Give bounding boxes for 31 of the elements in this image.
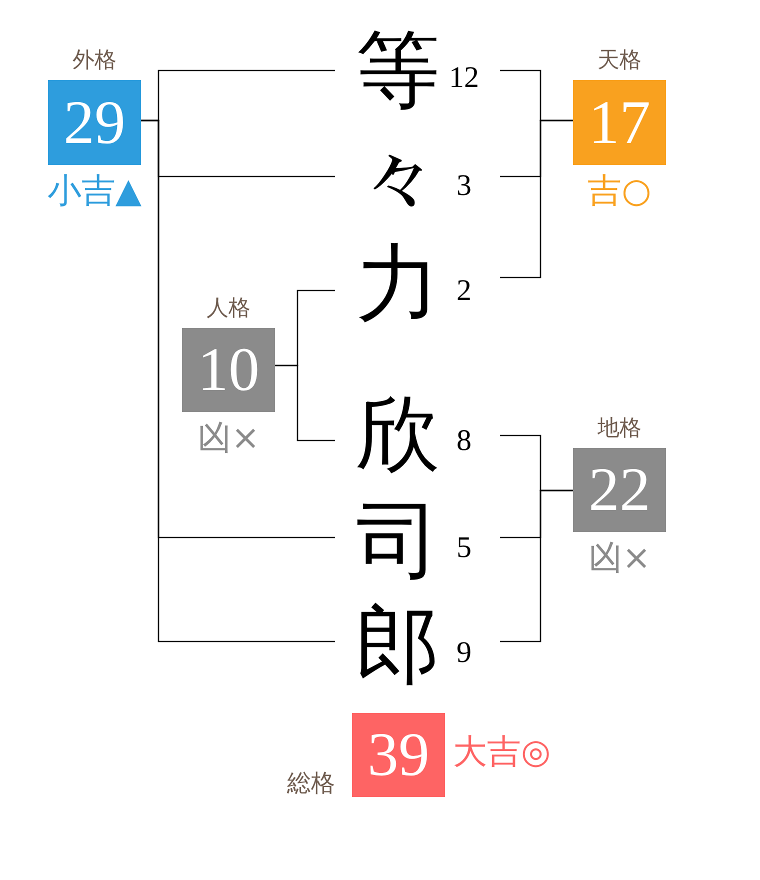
connector-line (141, 120, 335, 642)
grade-heading: 外格 (72, 50, 116, 72)
score-number: 29 (64, 92, 126, 154)
fortune-label: 凶× (197, 421, 260, 455)
kanji-character: 等 (356, 28, 440, 112)
connector-line (500, 120, 573, 278)
grade-heading: 地格 (598, 418, 642, 440)
connector-line (275, 364, 335, 442)
kanji-character: 力 (356, 241, 440, 325)
score-number: 22 (588, 459, 650, 521)
stroke-count: 2 (456, 276, 472, 306)
stroke-count: 5 (456, 533, 472, 563)
score-number: 17 (588, 92, 650, 154)
grade-heading: 人格 (206, 298, 250, 320)
fortune-label: 大吉◎ (453, 735, 551, 769)
kanji-character: 司 (356, 498, 440, 582)
stroke-count: 9 (456, 638, 472, 668)
score-number: 10 (198, 339, 260, 401)
fortune-label: 吉○ (588, 174, 652, 208)
grade-heading: 天格 (598, 50, 642, 72)
grade-heading: 総格 (287, 771, 335, 795)
score-number: 39 (368, 724, 430, 786)
kanji-character: 欣 (356, 391, 440, 475)
kanji-character: 郎 (356, 603, 440, 687)
stroke-count: 8 (456, 426, 472, 456)
fortune-label: 凶× (588, 541, 651, 575)
stroke-count: 3 (456, 171, 472, 201)
kanji-character: 々 (356, 136, 440, 220)
connector-line (500, 490, 573, 642)
stroke-count: 12 (449, 63, 479, 93)
fortune-label: 小吉▲ (47, 174, 142, 208)
